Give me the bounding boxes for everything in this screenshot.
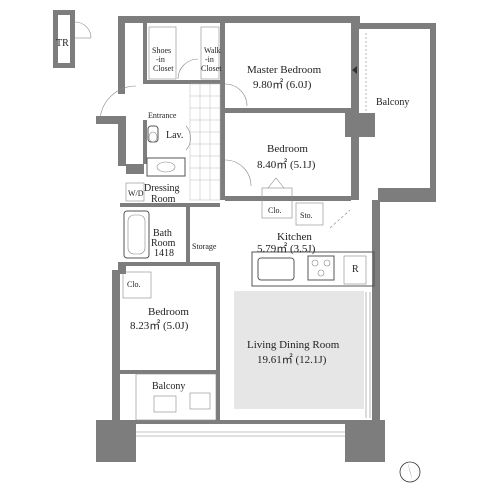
washbasin-icon xyxy=(146,157,186,177)
stove-icon xyxy=(307,255,335,281)
entrance-door-swing xyxy=(99,85,137,123)
refrigerator-space xyxy=(343,255,367,285)
closet-low-outline xyxy=(122,271,152,299)
master-bedroom-label: Master Bedroom xyxy=(247,64,322,76)
trunk-room xyxy=(53,10,92,68)
closet-mid-label: Clo. xyxy=(268,206,282,215)
living-dining-area: 19.61㎡ (12.1J) xyxy=(257,353,327,366)
closet-mid-outline xyxy=(261,187,293,219)
closet-low-label: Clo. xyxy=(127,280,141,289)
living-dining-label: Living Dining Room xyxy=(247,339,340,351)
entrance-tile-grid xyxy=(189,83,221,201)
bedroom2-area: 8.40㎡ (5.1J) xyxy=(257,158,316,171)
north-arrow-icon xyxy=(399,460,421,483)
storage-mid-label: Sto. xyxy=(300,211,313,220)
refrigerator-label: R xyxy=(352,264,359,275)
bedroom3-label: Bedroom xyxy=(148,306,189,318)
bathtub-icon xyxy=(123,210,150,259)
sink-icon xyxy=(257,257,295,281)
south-balcony xyxy=(135,373,345,437)
kitchen-label: Kitchen xyxy=(277,231,312,243)
east-balcony xyxy=(352,33,367,112)
walls xyxy=(96,16,436,462)
entrance-label: Entrance xyxy=(148,111,177,120)
storage-label: Storage xyxy=(192,242,217,251)
master-bedroom-area: 9.80㎡ (6.0J) xyxy=(253,78,312,91)
bath-room-label: Bath Room 1418 xyxy=(151,228,178,259)
kitchen-counter xyxy=(251,251,375,287)
toilet-icon xyxy=(147,125,159,143)
east-balcony-label: Balcony xyxy=(376,97,409,108)
lav-label: Lav. xyxy=(166,130,183,141)
trunk-room-label: TR xyxy=(56,38,69,49)
kitchen-area: 5.79㎡ (3.5J) xyxy=(257,242,316,255)
wd-label: W/D xyxy=(128,189,144,198)
south-balcony-label: Balcony xyxy=(152,381,185,392)
closet-outlines xyxy=(148,26,220,80)
bedroom2-label: Bedroom xyxy=(267,143,308,155)
washer-space xyxy=(125,182,145,202)
walk-in-closet-label: Walk -in Closet xyxy=(201,46,223,73)
dressing-room-label: Dressing Room xyxy=(144,183,182,205)
living-dining-highlight xyxy=(234,291,364,409)
shoes-closet-label: Shoes -in Closet xyxy=(152,46,174,73)
storage-mid-outline xyxy=(295,202,324,226)
bedroom3-area: 8.23㎡ (5.0J) xyxy=(130,319,189,332)
